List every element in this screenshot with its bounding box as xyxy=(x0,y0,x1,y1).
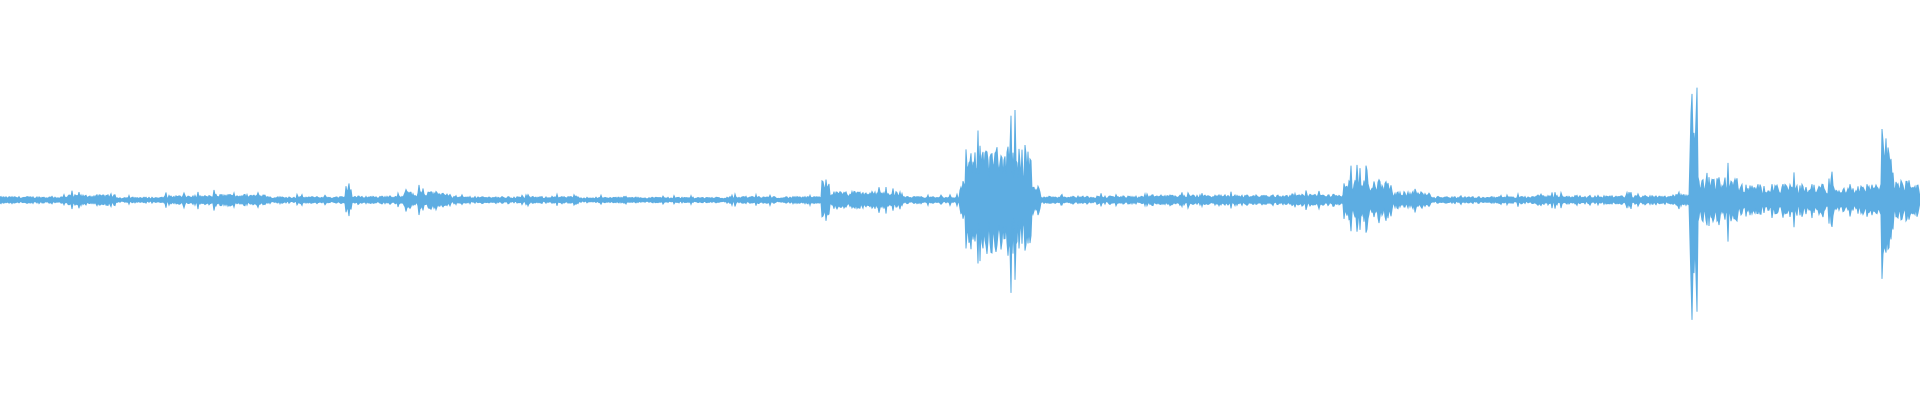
waveform-trace xyxy=(0,87,1920,320)
